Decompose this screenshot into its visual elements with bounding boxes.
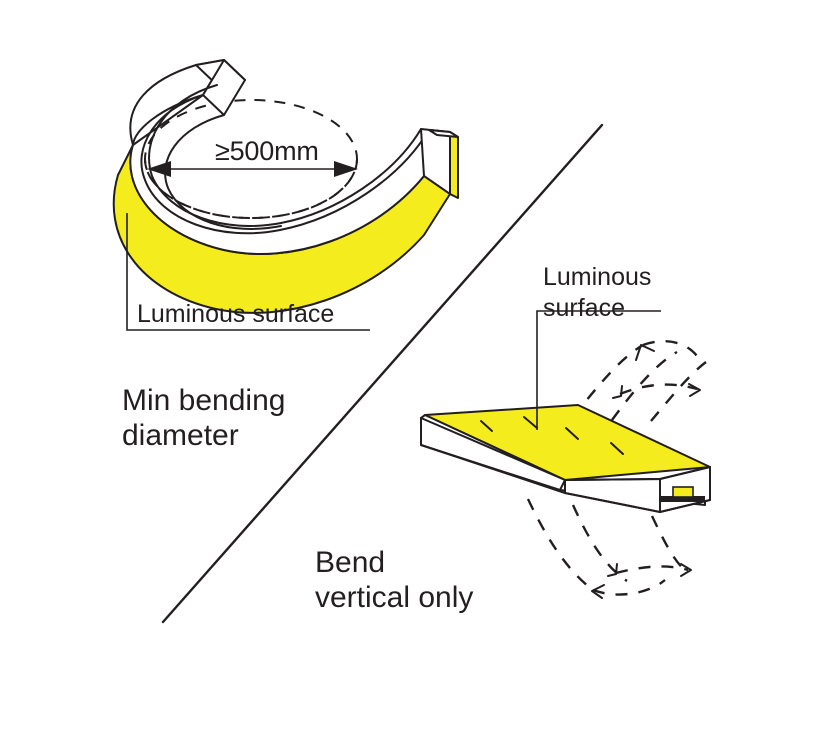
bend-up-arrowhead-b (688, 383, 701, 397)
luminous-surface-label: Luminous surface (137, 300, 334, 328)
flex-tick-2 (523, 416, 538, 429)
dimension-arrow-head-right (334, 161, 358, 177)
bar-flex-tick-marks (480, 416, 624, 455)
bend-up-arrowhead-a (635, 344, 655, 361)
bend-up-stroke-right (650, 361, 707, 422)
flex-tick-3 (565, 427, 579, 440)
bend-down-bottom-cap (592, 579, 666, 596)
bend-vertical-only-illustration: Luminous surface Bend vertical only (315, 263, 711, 614)
strip-inner-lower-edge (164, 114, 282, 230)
bend-down-stroke-right (650, 515, 689, 574)
diagonal-divider-line (161, 123, 604, 624)
bend-circle-front-arc (144, 158, 358, 220)
led-chip-icon (661, 486, 705, 502)
bend-down-arrowhead-a (591, 584, 605, 599)
min-bending-diameter-illustration: ≥500mm Luminous surface Min bending diam… (112, 59, 459, 452)
bend-down-arrow-tail (607, 563, 618, 577)
bend-down-arrowhead-b (680, 563, 692, 577)
strip-right-end-cap (449, 131, 459, 199)
bar-luminous-surface-label-line1: Luminous (543, 263, 651, 291)
bar-top-rear-edge (564, 466, 711, 481)
luminous-surface-leader-line (126, 213, 370, 331)
bend-vertical-caption-line2: vertical only (315, 581, 473, 614)
flex-tick-4 (610, 442, 624, 455)
bend-up-top-cap (642, 340, 698, 357)
strip-right-end-bevel (428, 129, 459, 138)
strip-outer-top-surface (129, 94, 451, 255)
bend-down-mid-cap (615, 565, 689, 575)
bar-luminous-surface-label-line2: surface (543, 294, 625, 322)
bend-up-mid-cap (619, 383, 698, 396)
min-bending-caption-line2: diameter (122, 419, 239, 452)
led-pcb-strip (661, 496, 705, 502)
dashed-bend-down-arrow-icon (526, 498, 692, 599)
flex-tick-1 (480, 420, 493, 432)
dimension-arrow-head-left (147, 161, 171, 177)
dashed-bend-up-arrow-icon (572, 340, 707, 422)
min-bending-caption-line1: Min bending (122, 384, 285, 417)
dimension-label: ≥500mm (215, 136, 319, 166)
bend-down-stroke-left (526, 498, 594, 591)
bar-luminous-surface-leader-line (536, 310, 661, 430)
bend-up-stroke-mid (611, 350, 678, 421)
bend-up-arrow-tail (612, 385, 623, 399)
bend-vertical-caption-line1: Bend (315, 546, 385, 579)
bend-down-stroke-mid (571, 504, 628, 583)
dimension-arrow-group (147, 161, 358, 177)
bend-up-stroke-left (572, 343, 644, 418)
led-chip-body (672, 486, 694, 498)
strip-inner-edge (148, 84, 422, 227)
